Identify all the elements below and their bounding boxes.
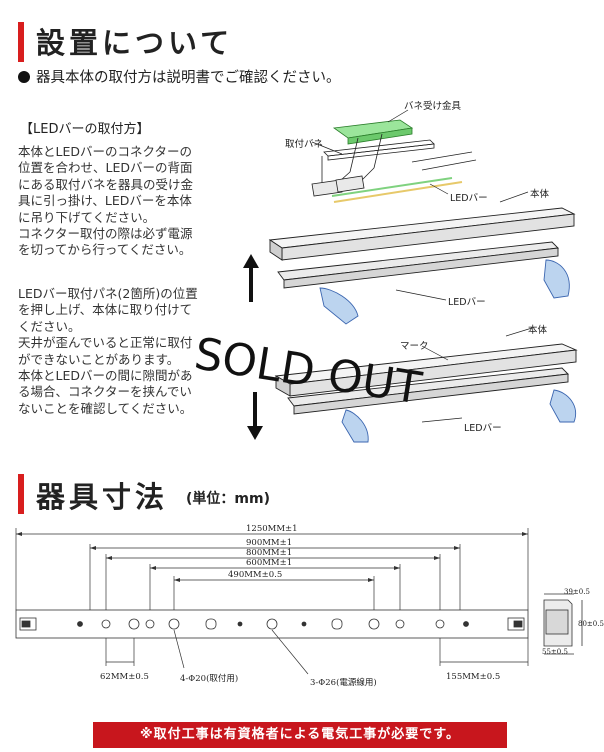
section-accent-bar (18, 22, 24, 62)
hands-lower-drawing (341, 389, 576, 443)
leader-line (429, 183, 449, 195)
side-height-label: 80±0.5 (578, 620, 604, 628)
section-accent-bar (18, 474, 24, 514)
side-bottom-label: 55±0.5 (542, 648, 568, 656)
dim-800: 800MM±1 (246, 548, 293, 558)
paragraph-line: 位置を合わせ、LEDバーの背面 (18, 160, 193, 176)
dimension-drawing (15, 528, 583, 675)
arrow-up-icon (243, 254, 259, 302)
dim-900: 900MM±1 (246, 538, 293, 548)
leader-line (387, 109, 409, 123)
leader-line (395, 289, 447, 301)
paragraph-line: にある取付バネを器具の受け金 (18, 176, 194, 192)
paragraph-line: 本体とLEDバーのコネクターの (18, 144, 192, 159)
hands-upper-drawing (319, 259, 570, 325)
led-bar-subheading: 【LEDバーの取付方】 (20, 122, 150, 137)
dim-155: 155MM±0.5 (446, 672, 501, 682)
sold-out-stamp: SOLD OUT (191, 328, 425, 414)
spring-label: 取付バネ (285, 139, 324, 150)
warning-banner: ※取付工事は有資格者による電気工事が必要です。 (93, 722, 507, 748)
fixture-plan-view (15, 609, 529, 639)
paragraph-line: 本体とLEDバーの間に隙間があ (18, 368, 193, 384)
sold-out-text: SOLD OUT (191, 328, 425, 414)
leader-line (499, 191, 529, 203)
paragraph-line: ないことを確認してください。 (18, 400, 193, 416)
fixture-upper-drawing (268, 207, 576, 289)
leader-line (421, 417, 463, 423)
installation-note-text: 器具本体の取付方は説明書でご確認ください。 (36, 70, 341, 86)
installation-note: 器具本体の取付方は説明書でご確認ください。 (18, 66, 341, 87)
bracket-label: バネ受け金具 (404, 101, 462, 112)
instructions-paragraph-1: 本体とLEDバーのコネクターの 位置を合わせ、LEDバーの背面 にある取付バネを… (18, 144, 230, 259)
dim-490: 490MM±0.5 (228, 570, 283, 580)
hole-mount-label: 4-Φ20(取付用) (180, 674, 239, 684)
leader-line (311, 141, 343, 155)
fixture-end-view (543, 593, 583, 655)
hole-power-label: 3-Φ26(電源線用) (310, 678, 377, 688)
installation-title: 設置について (36, 26, 234, 60)
led-bar-label-1: LEDバー (450, 193, 488, 204)
mark-label: マーク (400, 341, 429, 352)
paragraph-line: ください。 (18, 318, 81, 334)
bracket-detail-drawing (311, 119, 477, 203)
dimensions-title: 器具寸法 (36, 480, 169, 514)
paragraph-line: LEDバー取付パネ(2箇所)の位置 (18, 286, 198, 301)
body-label-2: 本体 (528, 325, 548, 336)
dim-62: 62MM±0.5 (100, 672, 149, 682)
paragraph-line: 具に引っ掛け、LEDバーを本体 (18, 193, 192, 209)
leader-line (421, 345, 449, 361)
instructions-paragraph-2: LEDバー取付パネ(2箇所)の位置 を押し上げ、本体に取り付けて ください。 天… (18, 286, 230, 417)
paragraph-line: に吊り下げてください。 (18, 209, 156, 225)
paragraph-line: を切ってから行ってください。 (18, 242, 192, 258)
paragraph-line: を押し上げ、本体に取り付けて (18, 302, 193, 318)
led-bar-label-3: LEDバー (464, 423, 502, 434)
leader-line (505, 327, 533, 337)
dim-600: 600MM±1 (246, 558, 293, 568)
paragraph-line: ができないことがあります。 (18, 351, 180, 367)
side-width-label: 39±0.5 (564, 588, 590, 596)
dim-1250: 1250MM±1 (246, 524, 298, 534)
paragraph-line: 天井が歪んでいると正常に取付 (18, 335, 193, 351)
bullet-dot-icon (18, 71, 30, 83)
body-label-1: 本体 (530, 189, 550, 200)
fixture-lower-drawing (274, 343, 578, 415)
paragraph-line: る場合、コネクターを挟んでい (18, 384, 192, 400)
led-bar-label-2: LEDバー (448, 297, 486, 308)
dimensions-unit: (単位：mm) (186, 491, 270, 507)
paragraph-line: コネクター取付の際は必ず電源 (18, 226, 193, 242)
arrow-down-icon (247, 392, 263, 440)
installation-illustration (268, 109, 578, 443)
